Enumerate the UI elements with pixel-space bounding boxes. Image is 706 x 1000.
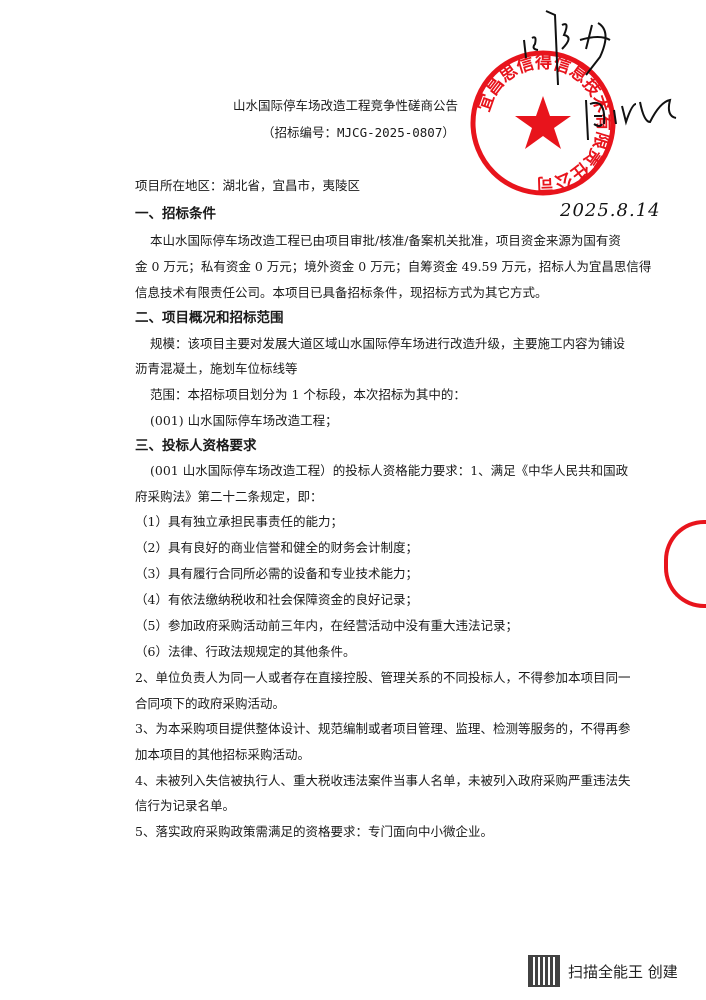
body-line: 规模：该项目主要对发展大道区域山水国际停车场进行改造升级，主要施工内容为铺设 [150,336,626,351]
section-heading: 二、项目概况和招标范围 [135,310,284,326]
body-line: (001 山水国际停车场改造工程）的投标人资格能力要求：1、满足《中华人民共和国… [150,463,629,478]
signature-date: 2025.8.14 [560,200,661,221]
body-line: （6）法律、行政法规规定的其他条件。 [135,644,356,659]
body-line: 4、未被列入失信被执行人、重大税收违法案件当事人名单，未被列入政府采购严重违法失 [135,773,631,788]
tender-number: （招标编号：MJCG-2025-0807） [262,125,455,140]
scanner-watermark: 扫描全能王 创建 [528,955,678,987]
company-seal: 宜昌思信得信息技术有限责任公司 [470,50,616,196]
body-line: 府采购法》第二十二条规定，即： [135,489,323,504]
body-line: 本山水国际停车场改造工程已由项目审批/核准/备案机关批准，项目资金来源为国有资 [150,233,621,248]
body-line: 信行为记录名单。 [135,798,236,813]
qr-code-icon [528,955,560,987]
star-icon [515,96,571,149]
scanner-label: 扫描全能王 创建 [568,962,678,981]
body-line: 合同项下的政府采购活动。 [135,696,286,711]
body-line: 3、为本采购项目提供整体设计、规范编制或者项目管理、监理、检测等服务的，不得再参 [135,721,631,736]
section-heading: 三、投标人资格要求 [135,438,257,454]
body-line: （5）参加政府采购活动前三年内，在经营活动中没有重大违法记录； [135,618,518,633]
handwritten-signature [523,10,611,86]
partial-seal [664,520,706,608]
body-line: 2、单位负责人为同一人或者存在直接控股、管理关系的不同投标人，不得参加本项目同一 [135,670,631,685]
handwritten-signature-2 [585,98,677,141]
body-line: （1）具有独立承担民事责任的能力； [135,514,343,529]
body-line: 沥青混凝土，施划车位标线等 [135,361,298,376]
body-line: 范围：本招标项目划分为 1 个标段，本次招标为其中的： [150,387,466,402]
body-line: （2）具有良好的商业信誉和健全的财务会计制度； [135,540,418,555]
section-heading: 一、招标条件 [135,206,216,222]
body-line: 金 0 万元；私有资金 0 万元；境外资金 0 万元；自筹资金 49.59 万元… [135,259,652,274]
body-line: 项目所在地区：湖北省，宜昌市，夷陵区 [135,178,361,193]
body-line: （3）具有履行合同所必需的设备和专业技术能力； [135,566,418,581]
body-line: 加本项目的其他招标采购活动。 [135,747,311,762]
body-line: （4）有依法缴纳税收和社会保障资金的良好记录； [135,592,418,607]
body-line: 信息技术有限责任公司。本项目已具备招标条件，现招标方式为其它方式。 [135,285,548,300]
document-title: 山水国际停车场改造工程竞争性磋商公告 [233,98,459,113]
body-line: 5、落实政府采购政策需满足的资格要求：专门面向中小微企业。 [135,824,493,839]
body-line: (001) 山水国际停车场改造工程； [150,413,338,428]
